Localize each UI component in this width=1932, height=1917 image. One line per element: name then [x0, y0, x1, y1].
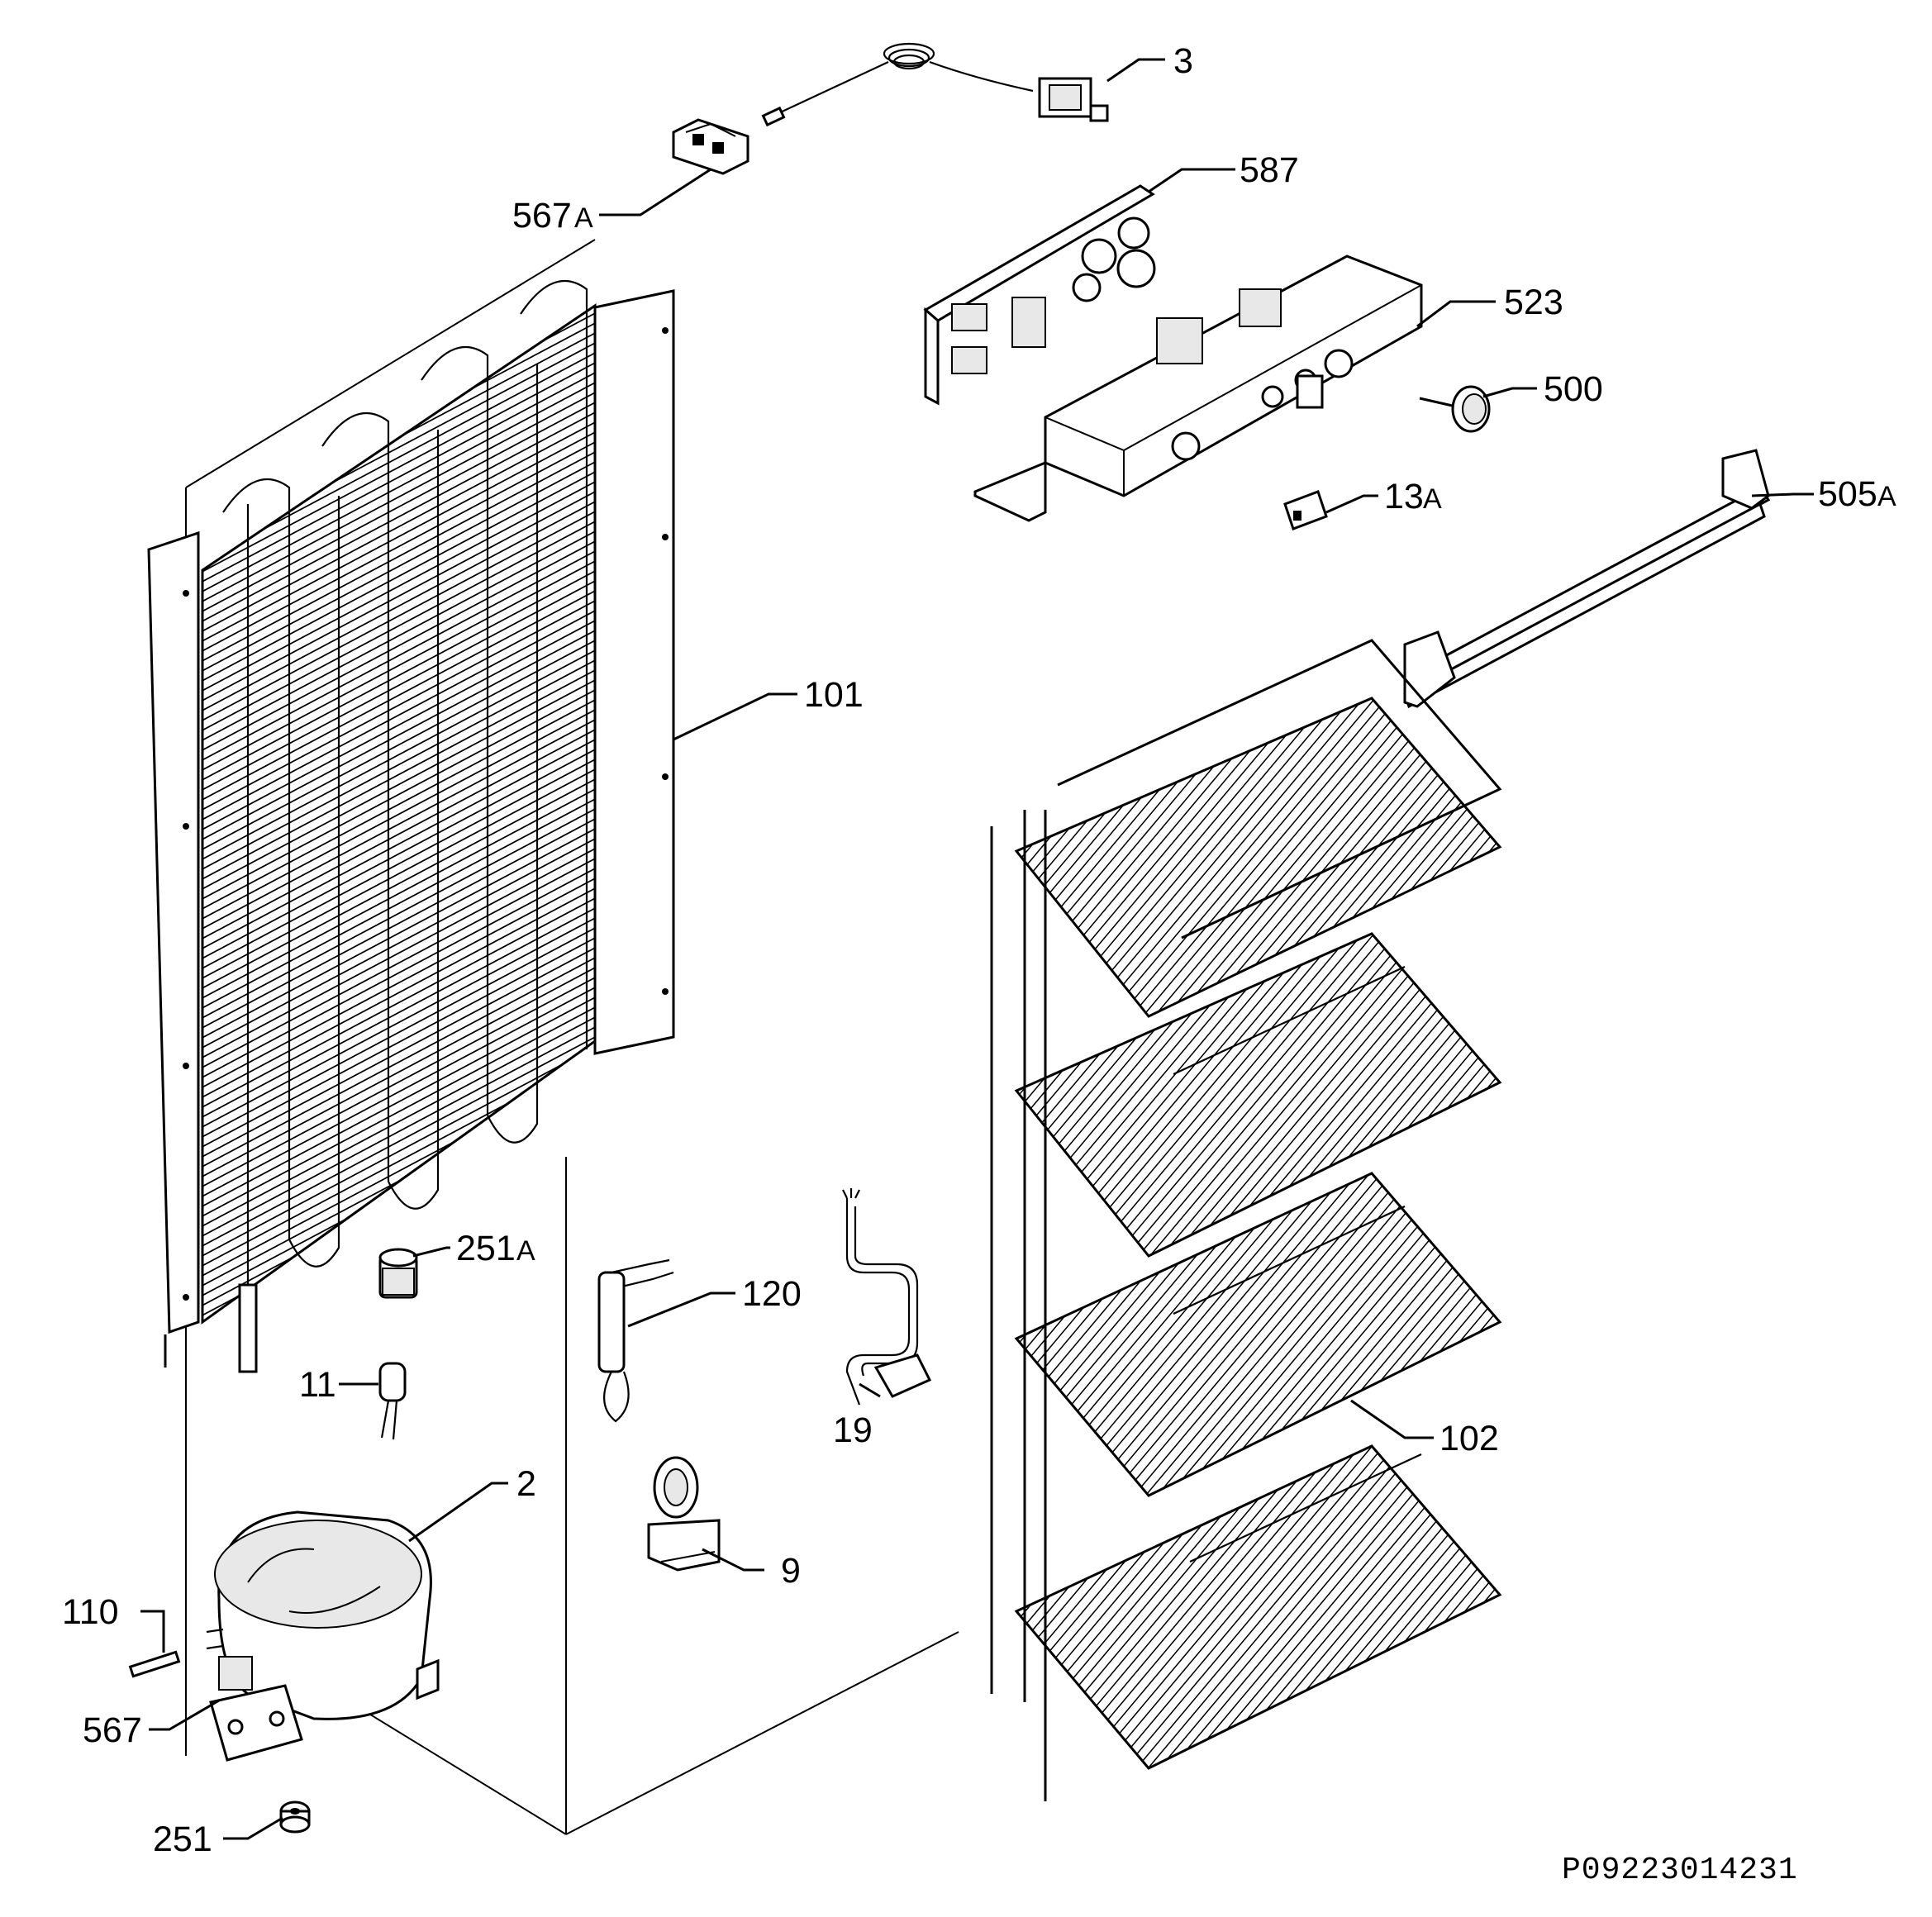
pcb-part: [923, 184, 1156, 406]
callout-102: 102: [1439, 1419, 1499, 1458]
callout-11: 11: [299, 1365, 336, 1405]
callout-110: 110: [62, 1592, 119, 1632]
callout-500: 500: [1544, 369, 1603, 409]
callout-13a: 13: [1384, 477, 1424, 516]
trim-strip-part: [1403, 449, 1771, 709]
callout-2: 2: [516, 1464, 536, 1504]
callout-251a: 251: [456, 1229, 516, 1268]
lamp-cover-part: [1283, 490, 1328, 530]
callout-101: 101: [804, 675, 864, 715]
callout-587: 587: [1240, 150, 1299, 190]
condenser-part: [147, 279, 675, 1373]
callout-505a: 505: [1818, 474, 1877, 514]
callout-3: 3: [1173, 41, 1193, 81]
grommet-251-part: [279, 1800, 311, 1834]
grommet-251a-part: [378, 1248, 418, 1299]
callout-523: 523: [1504, 283, 1563, 322]
callout-9: 9: [781, 1551, 801, 1591]
leader-lines: [140, 58, 1814, 1840]
bracket-part: [647, 1456, 721, 1572]
power-cord-part: [842, 1188, 932, 1406]
drawing-code: P09223014231: [1562, 1853, 1798, 1888]
knob-part: [1419, 385, 1491, 433]
callout-19: 19: [833, 1410, 873, 1450]
callout-13a-suffix: A: [1423, 483, 1442, 515]
callout-505a-suffix: A: [1877, 481, 1896, 512]
callout-567a: 567: [512, 196, 572, 235]
callout-567: 567: [83, 1710, 142, 1750]
callout-120: 120: [742, 1274, 802, 1314]
relay-part: [597, 1258, 674, 1423]
filter-dryer-part: [378, 1362, 407, 1440]
thermostat-part: [761, 42, 1109, 127]
callout-251: 251: [153, 1819, 212, 1859]
evaporator-part: [990, 639, 1502, 1801]
control-housing-part: [973, 254, 1423, 522]
callout-251a-suffix: A: [516, 1235, 535, 1267]
pin-part: [128, 1650, 181, 1678]
callout-567a-suffix: A: [574, 202, 593, 234]
clip-567a-part: [672, 118, 749, 175]
compressor-part: [206, 1510, 440, 1762]
callout-labels: 3 567 A 587 523 500 13 A 505 A 101 102 2…: [62, 41, 1896, 1859]
